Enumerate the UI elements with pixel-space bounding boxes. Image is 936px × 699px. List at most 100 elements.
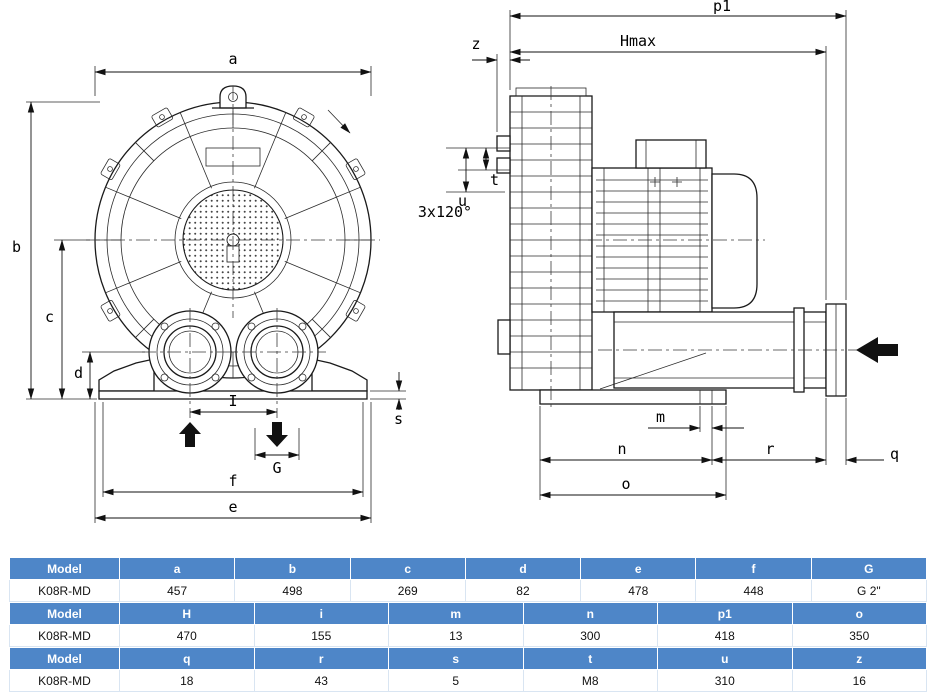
table-cell: 155 — [253, 624, 389, 647]
table-cell: G 2" — [810, 579, 928, 602]
front-cover-boss-lower — [496, 157, 511, 174]
base-plate-side — [539, 352, 727, 405]
dim-a: a — [94, 50, 372, 96]
dim-label-t: t — [490, 171, 499, 189]
inlet-flow-arrow — [179, 422, 201, 447]
table-cell: 310 — [657, 669, 793, 692]
dim-q: q — [845, 398, 899, 465]
table-header-cell: Model — [9, 647, 120, 670]
table-cell: K08R-MD — [9, 669, 120, 692]
table-cell: 5 — [388, 669, 524, 692]
table-header-cell: o — [791, 602, 927, 625]
table-header-cell: e — [580, 557, 697, 580]
dim-e: e — [94, 402, 372, 523]
table-header-cell: b — [234, 557, 351, 580]
table-header-cell: H — [119, 602, 255, 625]
dim-b: b — [12, 101, 100, 400]
front-cover-boss-upper — [496, 135, 511, 152]
dim-z: z — [471, 35, 530, 132]
dim-label-s: s — [394, 410, 403, 428]
rotation-direction-arrow — [327, 109, 351, 134]
table-cell: M8 — [522, 669, 658, 692]
dim-n: n — [539, 406, 713, 500]
dim-label-p1: p1 — [713, 0, 731, 15]
dim-t-u-angle: t u 3x120° — [418, 147, 510, 221]
table-cell: 13 — [388, 624, 524, 647]
table-cell: K08R-MD — [9, 579, 120, 602]
dim-o: o — [539, 406, 727, 500]
dim-label-c: c — [45, 308, 54, 326]
dim-label-r: r — [765, 440, 774, 458]
table-cell: 43 — [253, 669, 389, 692]
table-header-cell: d — [464, 557, 582, 580]
terminal-screws — [650, 177, 682, 187]
table-header-cell: n — [522, 602, 658, 625]
table-data-row: K08R-MD 470 155 13 300 418 350 — [9, 624, 927, 647]
dim-d: d — [74, 351, 145, 400]
blower-dimension-drawing: a b c d I G — [12, 0, 899, 523]
table-cell: 498 — [234, 579, 351, 602]
bolt-pattern-label: 3x120° — [418, 203, 472, 221]
dim-label-z: z — [471, 35, 480, 53]
table-cell: 470 — [119, 624, 255, 647]
table-cell: 269 — [349, 579, 466, 602]
inlet-flange-side — [497, 319, 511, 355]
dim-f: f — [102, 402, 364, 497]
dim-label-o: o — [621, 475, 630, 493]
technical-drawing: a b c d I G — [12, 0, 899, 523]
table-header-row: Model q r s t u z — [9, 647, 927, 670]
table-header-cell: f — [695, 557, 812, 580]
table-cell: 18 — [119, 669, 255, 692]
table-header-cell: t — [522, 647, 658, 670]
outlet-flow-arrow — [266, 422, 288, 447]
dimension-table-2: Model H i m n p1 o K08R-MD 470 155 13 30… — [9, 602, 927, 647]
dim-c: c — [45, 239, 90, 400]
table-cell: 418 — [657, 624, 793, 647]
table-header-cell: p1 — [657, 602, 793, 625]
table-header-cell: m — [388, 602, 524, 625]
dim-label-b: b — [12, 238, 21, 256]
table-header-cell: a — [118, 557, 236, 580]
dim-r: r — [711, 398, 827, 465]
dim-label-hmax: Hmax — [620, 32, 656, 50]
dim-label-f: f — [228, 472, 237, 490]
table-data-row: K08R-MD 18 43 5 M8 310 16 — [9, 669, 927, 692]
dim-label-a: a — [228, 50, 237, 68]
dim-label-e: e — [228, 498, 237, 516]
table-data-row: K08R-MD 457 498 269 82 478 448 G 2" — [9, 579, 928, 602]
table-cell: 16 — [791, 669, 927, 692]
table-header-row: Model H i m n p1 o — [9, 602, 927, 625]
front-centerlines — [86, 86, 380, 418]
dimension-table-3: Model q r s t u z K08R-MD 18 43 5 M8 310… — [9, 647, 927, 692]
table-cell: 300 — [522, 624, 658, 647]
mounting-feet — [98, 358, 368, 400]
table-cell: 478 — [580, 579, 697, 602]
table-header-cell: z — [791, 647, 927, 670]
side-centerlines — [550, 86, 872, 408]
table-cell: K08R-MD — [9, 624, 120, 647]
front-view: a b c d I G — [12, 50, 406, 523]
table-header-cell: Model — [9, 602, 120, 625]
motor — [591, 139, 758, 313]
dim-I: I — [189, 392, 278, 416]
side-view: p1 Hmax z t u 3x120° m — [418, 0, 899, 500]
motor-fins — [596, 179, 708, 302]
table-header-cell: u — [657, 647, 793, 670]
dim-label-I: I — [228, 392, 237, 410]
dim-G: G — [254, 428, 300, 477]
dim-label-n: n — [617, 440, 626, 458]
table-header-cell: q — [119, 647, 255, 670]
dimension-tables: Model a b c d e f G K08R-MD 457 498 269 … — [0, 552, 936, 692]
table-cell: 82 — [464, 579, 582, 602]
table-header-cell: c — [349, 557, 466, 580]
terminal-box — [635, 139, 707, 169]
dim-label-u: u — [458, 192, 467, 210]
intake-flow-arrow — [856, 337, 898, 363]
dimension-table-1: Model a b c d e f G K08R-MD 457 498 269 … — [9, 557, 928, 602]
table-header-cell: Model — [9, 557, 120, 580]
table-header-cell: s — [388, 647, 524, 670]
dim-hmax: Hmax — [509, 32, 827, 300]
table-header-cell: r — [253, 647, 389, 670]
table-header-cell: G — [810, 557, 928, 580]
dim-p1: p1 — [509, 0, 847, 300]
